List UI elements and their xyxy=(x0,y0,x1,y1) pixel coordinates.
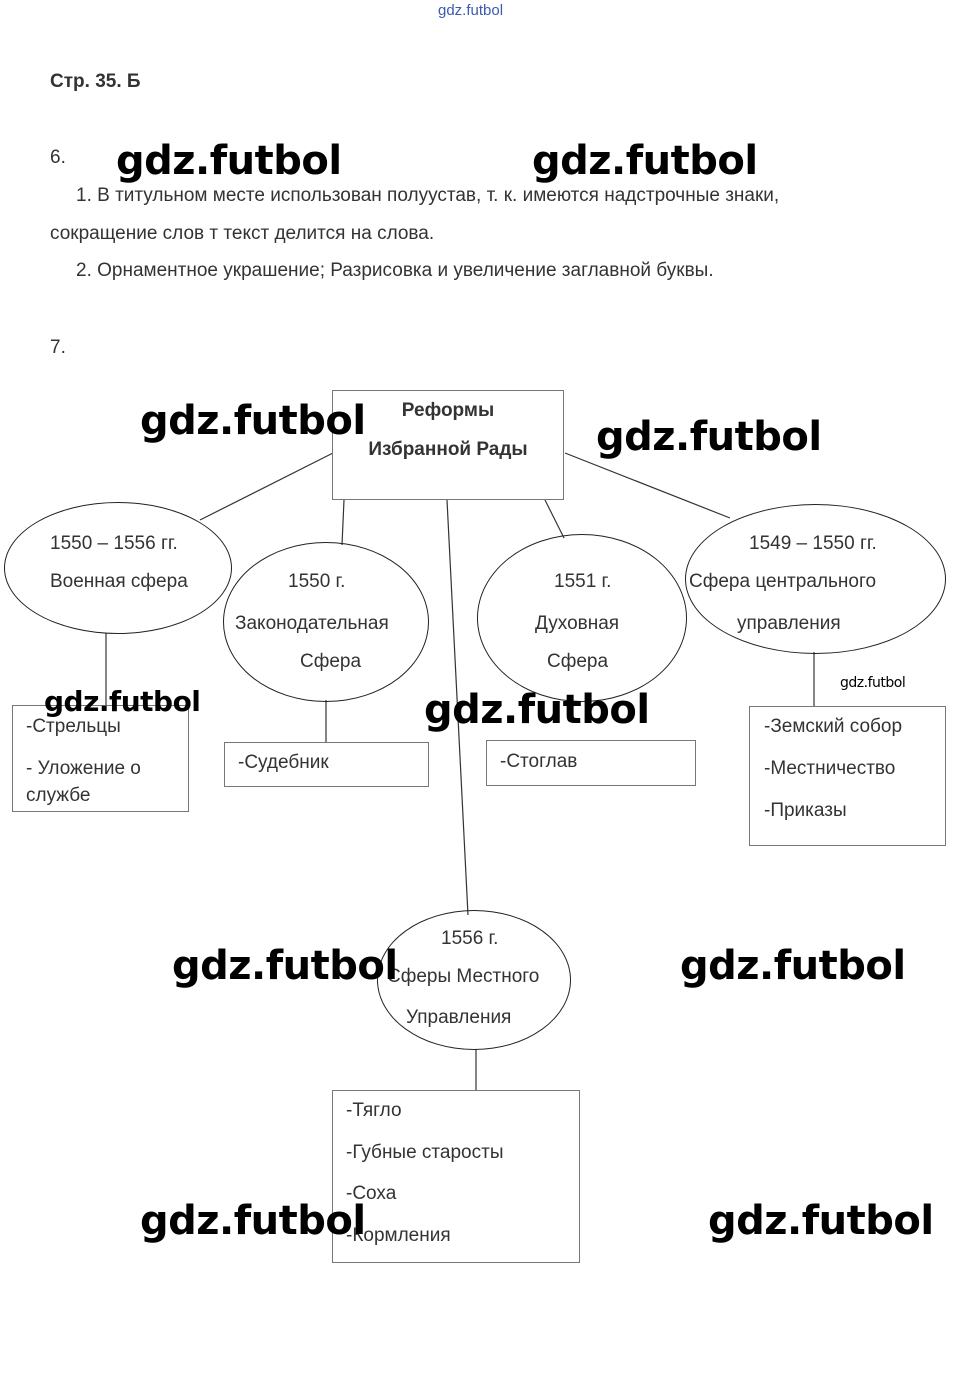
central-items-box xyxy=(749,706,946,846)
military-item-3: службе xyxy=(26,785,91,806)
military-items-box xyxy=(12,705,189,812)
page-reference: Стр. 35. Б xyxy=(50,71,141,92)
watermark: gdz.futbol xyxy=(532,138,758,184)
task-6-number: 6. xyxy=(50,147,66,168)
watermark: gdz.futbol xyxy=(708,1198,934,1244)
legislative-item-1: -Судебник xyxy=(238,752,329,773)
local-items-box xyxy=(332,1090,580,1263)
local-label-2: Управления xyxy=(406,1007,512,1028)
local-item-2: -Губные старосты xyxy=(346,1142,504,1163)
root-title-line-1: Реформы xyxy=(401,400,495,421)
root-box: Реформы Избранной Рады xyxy=(332,390,564,500)
task-7-number: 7. xyxy=(50,337,66,358)
connector-root-legislative xyxy=(341,499,345,546)
local-item-4: -Кормления xyxy=(346,1225,451,1246)
connector-root-military xyxy=(199,452,334,521)
central-year: 1549 – 1550 гг. xyxy=(749,533,877,554)
task-6-line-2: сокращение слов т текст делится на слова… xyxy=(50,223,435,244)
watermark: gdz.futbol xyxy=(44,685,201,718)
watermark: gdz.futbol xyxy=(140,1198,366,1244)
legislative-ellipse xyxy=(223,542,429,702)
central-item-3: -Приказы xyxy=(764,800,847,821)
local-ellipse xyxy=(377,910,571,1050)
root-title-line-2: Избранной Рады xyxy=(368,439,528,460)
legislative-label-2: Сфера xyxy=(300,651,362,672)
central-ellipse xyxy=(685,504,946,654)
watermark-top: gdz.futbol xyxy=(438,2,504,19)
local-label-1: Сферы Местного xyxy=(387,966,540,987)
military-item-1: -Стрельцы xyxy=(26,716,121,737)
spiritual-year: 1551 г. xyxy=(554,571,612,592)
central-label-1: Сфера центрального xyxy=(689,571,877,592)
central-item-2: -Местничество xyxy=(764,758,896,779)
legislative-label-1: Законодательная xyxy=(235,613,389,634)
watermark: gdz.futbol xyxy=(172,943,398,989)
connector-root-local xyxy=(446,499,469,916)
spiritual-items-box xyxy=(486,740,696,786)
central-item-1: -Земский собор xyxy=(764,716,903,737)
task-6-line-1: 1. В титульном месте использован полууст… xyxy=(76,185,780,206)
connector-root-central xyxy=(564,452,731,519)
military-label: Военная сфера xyxy=(50,571,188,592)
military-item-2: - Уложение о xyxy=(26,758,141,779)
spiritual-ellipse xyxy=(477,534,687,702)
local-item-1: -Тягло xyxy=(346,1100,402,1121)
watermark: gdz.futbol xyxy=(596,414,822,460)
spiritual-item-1: -Стоглав xyxy=(500,751,578,772)
local-item-3: -Соха xyxy=(346,1183,397,1204)
central-label-2: управления xyxy=(737,613,841,634)
legislative-year: 1550 г. xyxy=(288,571,346,592)
spiritual-label-2: Сфера xyxy=(547,651,609,672)
military-year: 1550 – 1556 гг. xyxy=(50,533,178,554)
watermark: gdz.futbol xyxy=(140,398,366,444)
local-year: 1556 г. xyxy=(441,928,499,949)
watermark: gdz.futbol xyxy=(680,943,906,989)
task-6-line-3: 2. Орнаментное украшение; Разрисовка и у… xyxy=(76,260,714,281)
connector-root-spiritual xyxy=(544,499,565,539)
military-ellipse xyxy=(4,502,232,634)
watermark: gdz.futbol xyxy=(424,687,650,733)
legislative-items-box xyxy=(224,742,429,787)
watermark: gdz.futbol xyxy=(116,138,342,184)
spiritual-label-1: Духовная xyxy=(535,613,620,634)
watermark: gdz.futbol xyxy=(840,675,906,691)
